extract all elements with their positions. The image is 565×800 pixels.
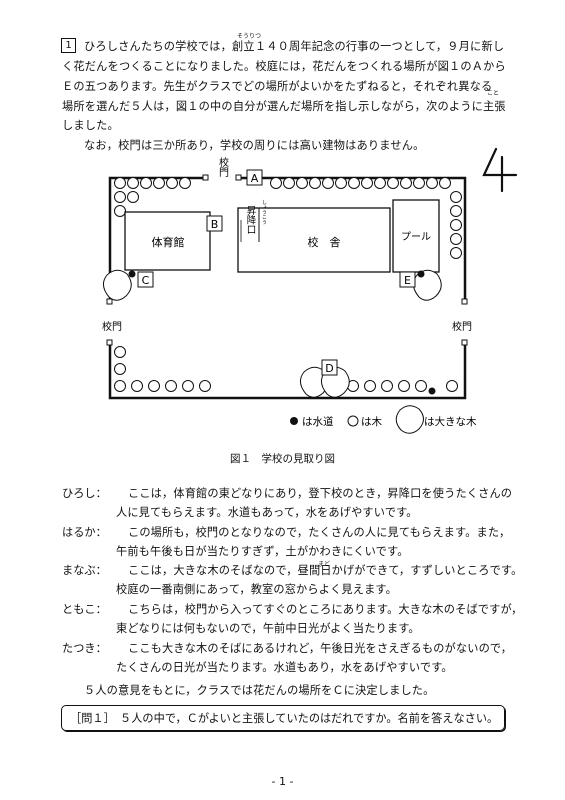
intro-line-4: 場所を選んだ５人は，図１の中の自分が選んだ場所を指し示しながら，次のように主張	[62, 100, 506, 113]
dialogue-hiroshi-line-1: ここは，体育館の東どなりにあり，登下校のとき，昇降口を使うたくさんの	[128, 487, 513, 500]
dialogue-haruka-line-2: 午前も午後も日が当たりすぎず，土がかわきにくいです。	[116, 545, 409, 558]
handwritten-four-icon	[482, 147, 518, 193]
wall-bottom	[108, 342, 467, 400]
dialogue-hiroshi-line-2: 人に見てもらえます。水道もあって，水をあげやすいです。	[116, 506, 418, 519]
place-c-box	[137, 271, 154, 288]
gate-right-label: 校門	[452, 320, 472, 333]
ruby-koto: こと	[487, 90, 500, 97]
gate-left-label: 校門	[102, 320, 122, 333]
legend-water-icon	[290, 417, 298, 425]
stairs-label: 昇降口	[245, 206, 257, 235]
dialogue-tatsuki-line-2: たくさんの日光が当たります。水道もあり，水をあげやすいです。	[116, 661, 453, 674]
place-b-box	[206, 215, 223, 232]
place-d-box	[321, 359, 338, 376]
intro-line-1: ひろしさんたちの学校では，創立１４０周年記念の行事の一つとして，９月に新し	[84, 40, 505, 53]
speaker-hiroshi: ひろし：	[62, 487, 107, 500]
place-d-label: D	[325, 362, 333, 375]
trees-top	[114, 177, 462, 392]
water-taps	[128, 270, 436, 395]
intro-line-3: Ｅの五つあります。先生がクラスでどの場所がよいかをたずねると，それぞれ異なる	[62, 80, 493, 93]
place-e-box	[399, 271, 416, 288]
dialogue-tomoko-line-1: こちらは，校門から入ってすぐのところにあります。大きな木のそばですが，	[128, 603, 523, 616]
big-trees	[103, 269, 442, 398]
intro-line-5: しました。	[62, 119, 119, 132]
legend-water: は水道	[302, 415, 334, 428]
gym-label: 体育館	[152, 235, 185, 249]
handwritten-mark: 4	[478, 145, 520, 197]
page-number: - 1 -	[271, 775, 294, 788]
conclusion-text: ５人の意見をもとに，クラスでは花だんの場所をＣに決定しました。	[84, 684, 435, 697]
place-c-label: C	[142, 274, 150, 287]
pool-building	[392, 199, 440, 273]
question-text: ５人の中で，Ｃがよいと主張していたのはだれですか。名前を答えなさい。	[120, 712, 499, 725]
place-a-label: A	[251, 172, 259, 185]
question-box: ［問１］ ５人の中で，Ｃがよいと主張していたのはだれですか。名前を答えなさい。	[61, 705, 505, 731]
legend-tree: は木	[361, 416, 382, 428]
intro-line-6: なお，校門は三か所あり，学校の周りには高い建物はありません。	[84, 139, 425, 152]
school-map: A B C D E 体育館 校 舎 プール 昇降口 しょうこう 校門 校門 校門…	[102, 156, 477, 434]
speaker-haruka: はるか：	[62, 526, 107, 539]
school-label: 校 舎	[308, 235, 341, 249]
place-e-label: E	[404, 274, 411, 287]
legend-tree-icon	[347, 415, 359, 427]
intro-line-2: く花だんをつくることになりました。校庭には，花だんをつくれる場所が図１のＡから	[62, 60, 506, 73]
speaker-tomoko: ともこ：	[62, 603, 107, 616]
dialogue-tomoko-line-2: 東どなりには何もないので，午前中日光がよく当たります。	[116, 622, 420, 635]
speaker-manabu: まなぶ：	[62, 564, 107, 577]
dialogue-haruka-line-1: この場所も，校門のとなりなので，たくさんの人に見てもらえます。また，	[128, 526, 511, 539]
stairs-ruby: しょうこう	[261, 200, 267, 226]
ruby-souritsu: そうりつ	[237, 33, 262, 40]
dialogue-manabu-line-2: 校庭の一番南側にあって，教室の窓からよく見えます。	[116, 583, 397, 596]
dialogue-tatsuki-line-1: ここも大きな木のそばにあるけれど，午後日光をさえぎるものがないので，	[128, 642, 513, 655]
place-b-label: B	[211, 218, 219, 231]
figure-caption: 図１ 学校の見取り図	[230, 453, 335, 465]
gym-building	[124, 211, 211, 271]
legend-bigtree-icon	[395, 405, 424, 434]
legend-bigtree: は大きな木	[424, 415, 477, 428]
question-number-box: 1	[61, 38, 76, 53]
dialogue-manabu-line-1: ここは，大きな木のそばなので，昼間日かげができて，すずしいところです。	[128, 564, 523, 577]
place-a-box	[246, 169, 263, 186]
pool-label: プール	[401, 231, 431, 243]
question-label: ［問１］	[70, 712, 115, 725]
ruby-mado: まど	[318, 561, 331, 568]
school-building	[237, 207, 391, 273]
speaker-tatsuki: たつき：	[62, 642, 107, 655]
gate-top-label: 校門	[217, 156, 229, 178]
